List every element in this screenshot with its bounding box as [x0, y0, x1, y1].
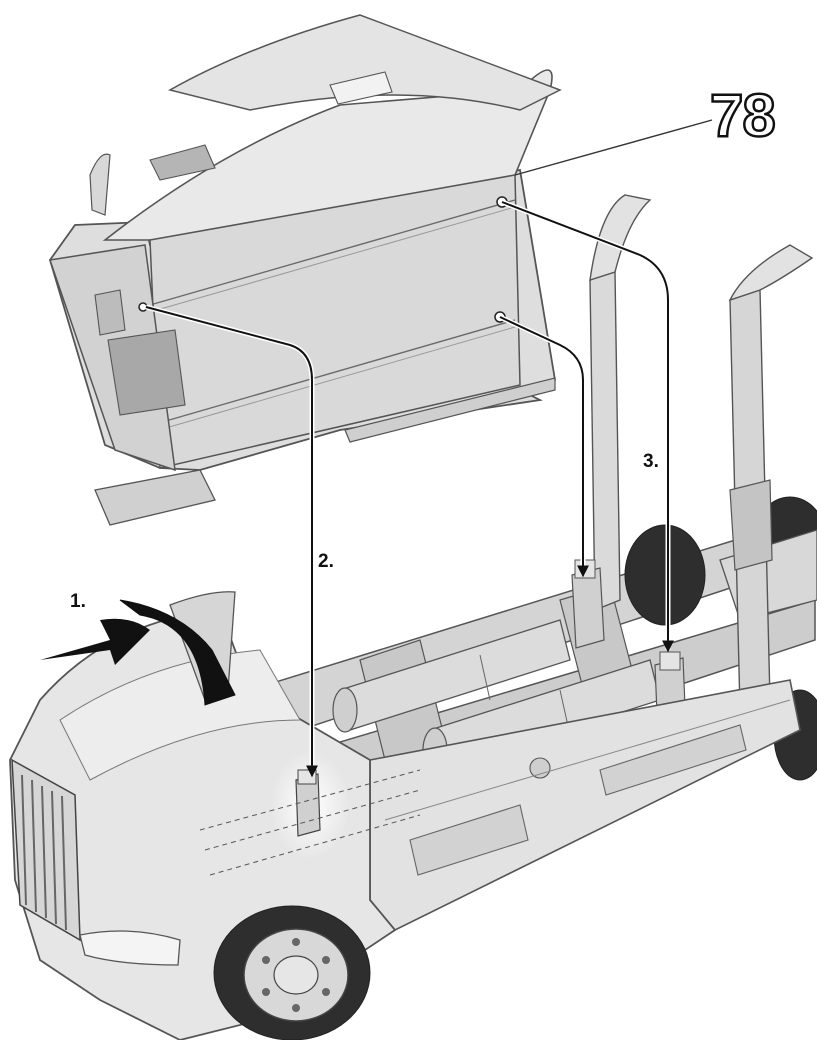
truck-chassis: [249, 496, 817, 811]
figure-number: 78: [709, 82, 777, 149]
arrow-step-1: [119, 599, 236, 706]
exhaust-stacks: [589, 194, 814, 711]
cab-fairing: [49, 14, 562, 526]
step-label-2: 2.: [318, 551, 334, 572]
instruction-arrows: [145, 199, 674, 778]
grille: [11, 758, 81, 942]
side-fairing: [369, 679, 801, 931]
arrow-step-1-head: [40, 618, 150, 665]
step-label-3: 3.: [643, 451, 659, 472]
step-label-1: 1.: [70, 591, 86, 612]
figure-leader-line: [514, 119, 713, 176]
headlight: [79, 930, 181, 966]
front-wheel: [213, 905, 371, 1040]
